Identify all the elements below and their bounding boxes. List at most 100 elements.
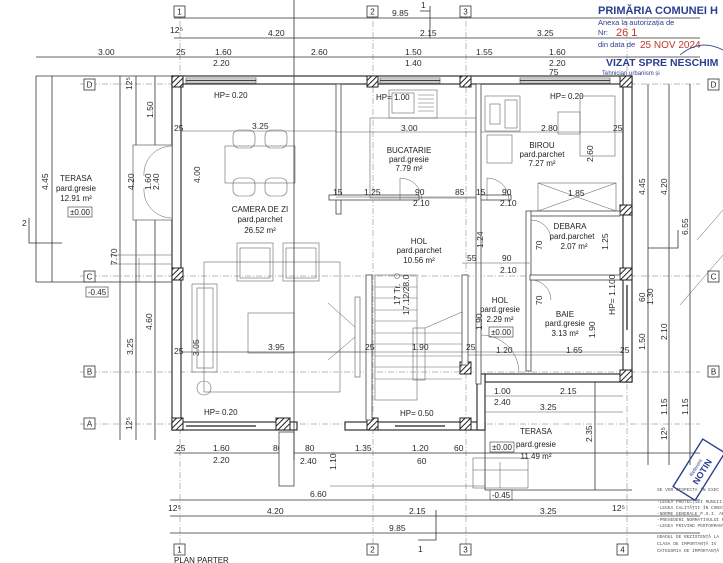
svg-text:6.55: 6.55: [680, 218, 690, 235]
svg-text:2.60: 2.60: [311, 47, 328, 57]
svg-text:1.24: 1.24: [475, 231, 485, 248]
svg-text:-0.45: -0.45: [88, 288, 107, 297]
svg-text:1.20: 1.20: [412, 443, 429, 453]
axis-label-1: 1: [177, 8, 182, 17]
axis-label-d: D: [87, 81, 93, 90]
svg-text:90: 90: [415, 187, 425, 197]
svg-text:din data de: din data de: [598, 40, 635, 49]
svg-text:3.25: 3.25: [537, 28, 554, 38]
svg-text:12⁵: 12⁵: [124, 77, 134, 90]
svg-text:3.13 m²: 3.13 m²: [551, 329, 578, 338]
axis-label-b-right: B: [711, 368, 716, 377]
room-hol: HOL pard.parchet 10.56 m² 1.24 55 90 2.1…: [397, 231, 530, 275]
stamp-institution: PRIMĂRIA COMUNEI H: [598, 4, 718, 17]
stamp-date: 25 NOV 2024: [640, 40, 701, 51]
svg-text:17.12/28.0: 17.12/28.0: [401, 275, 411, 315]
svg-text:12⁵: 12⁵: [168, 503, 181, 513]
svg-text:1.25: 1.25: [364, 187, 381, 197]
svg-text:-LEGEA PROTECȚIEI MUNCII: -LEGEA PROTECȚIEI MUNCII: [657, 499, 722, 505]
svg-text:4.60: 4.60: [144, 313, 154, 330]
axis-label-d-right: D: [711, 81, 717, 90]
axis-markers-bottom: 1 2 3 4: [173, 543, 629, 556]
right-dimensions: 4.45 4.20 6.55 60 1.30 1.50 2.10 1.15 1.…: [637, 84, 723, 465]
svg-text:25: 25: [174, 123, 184, 133]
svg-text:1.15: 1.15: [659, 398, 669, 415]
room-name-hol-entry: HOL: [492, 296, 509, 305]
svg-text:1.10: 1.10: [328, 453, 338, 470]
svg-text:2.40: 2.40: [494, 397, 511, 407]
svg-text:2.07 m²: 2.07 m²: [560, 242, 587, 251]
svg-text:4.20: 4.20: [268, 28, 285, 38]
svg-text:80: 80: [305, 443, 315, 453]
svg-text:1.50: 1.50: [145, 101, 155, 118]
bottom-dimensions: 25 1.60 80 80 1.35 1.20 60 2.20 2.40 60 …: [168, 0, 700, 563]
svg-text:4.20: 4.20: [126, 173, 136, 190]
svg-text:4.20: 4.20: [267, 506, 284, 516]
svg-text:2.80: 2.80: [541, 123, 558, 133]
room-name-birou: BIROU: [529, 141, 555, 150]
svg-text:12⁵: 12⁵: [170, 25, 183, 35]
svg-text:85: 85: [455, 187, 465, 197]
room-name-baie: BAIE: [556, 310, 574, 319]
room-bucatarie: HP= 1.00 3.00 BUCATARIE pard.gresie 7.79…: [333, 89, 486, 208]
svg-text:1.90: 1.90: [474, 313, 484, 330]
stamp-approved: VIZAT SPRE NESCHIM: [606, 57, 719, 69]
svg-text:3.00: 3.00: [98, 47, 115, 57]
svg-text:12⁵: 12⁵: [659, 427, 669, 440]
axis-label-c-right: C: [711, 273, 717, 282]
svg-text:1.60: 1.60: [143, 173, 153, 190]
svg-text:25: 25: [176, 47, 186, 57]
room-birou: HP= 0.20 2.80 25 2.60 BIROU pard.parchet…: [481, 92, 623, 208]
right-terrace: 1.00 2.40 2.15 3.25 2.35 TERASA pard.gre…: [472, 382, 632, 501]
svg-text:Anexa la autorizația de: Anexa la autorizația de: [598, 18, 674, 27]
svg-text:2.40: 2.40: [151, 173, 161, 190]
svg-text:pard.parchet: pard.parchet: [520, 150, 566, 159]
svg-text:1.60: 1.60: [215, 47, 232, 57]
svg-text:15: 15: [333, 187, 343, 197]
svg-text:HP= 1.100: HP= 1.100: [607, 274, 617, 315]
svg-text:CATEGORIA DE IMPORTANȚĂ: CATEGORIA DE IMPORTANȚĂ: [657, 547, 719, 554]
svg-text:60: 60: [637, 292, 647, 302]
svg-text:1.65: 1.65: [566, 345, 583, 355]
axis-label-2: 2: [370, 8, 375, 17]
svg-text:pard.gresie: pard.gresie: [56, 184, 97, 193]
svg-text:11.49 m²: 11.49 m²: [521, 452, 552, 461]
svg-text:7.79 m²: 7.79 m²: [395, 164, 422, 173]
svg-text:GRADUL DE REZISTENȚĂ LA: GRADUL DE REZISTENȚĂ LA: [657, 533, 719, 540]
svg-text:2.10: 2.10: [500, 265, 517, 275]
svg-text:2.15: 2.15: [420, 28, 437, 38]
room-name-hol: HOL: [411, 237, 428, 246]
svg-text:90: 90: [502, 253, 512, 263]
svg-text:pard.parchet: pard.parchet: [550, 232, 596, 241]
svg-text:HP= 1.00: HP= 1.00: [376, 93, 410, 102]
plan-title: PLAN PARTER: [174, 556, 229, 563]
stamp-number: 26 1: [616, 27, 637, 39]
left-dimensions: 4.45 4.20 1.60 2.40 1.50 12⁵ 7.70 4.60 3…: [40, 77, 202, 430]
svg-text:9.85: 9.85: [389, 523, 406, 533]
axis-label-b: B: [87, 368, 92, 377]
room-hol-entry: HOL pard.gresie 2.29 m² ±0.00 1.90 1.20: [468, 296, 530, 374]
svg-text:25: 25: [176, 443, 186, 453]
svg-text:25: 25: [466, 342, 476, 352]
svg-text:SE VOR RESPECTA ÎN EXEC: SE VOR RESPECTA ÎN EXEC: [657, 486, 719, 493]
svg-text:2.60: 2.60: [585, 145, 595, 162]
interior-walls: [328, 83, 621, 421]
svg-text:HP= 0.20: HP= 0.20: [550, 92, 584, 101]
svg-text:25: 25: [613, 123, 623, 133]
staircase: 17 Tr. 17.12/28.0 25 1.90 25 HP= 0.50: [181, 273, 623, 418]
svg-text:1.00: 1.00: [494, 386, 511, 396]
svg-text:75: 75: [549, 67, 559, 77]
svg-text:-NORME GENERALE P.S.I. APROBAT: -NORME GENERALE P.S.I. APROBATE: [657, 511, 723, 517]
svg-text:7.70: 7.70: [109, 248, 119, 265]
svg-text:1.40: 1.40: [405, 58, 422, 68]
svg-text:4.45: 4.45: [40, 173, 50, 190]
svg-text:1.60: 1.60: [213, 443, 230, 453]
svg-text:2.40: 2.40: [300, 456, 317, 466]
room-baie: BAIE pard.gresie 3.13 m² 70 1.90 HP= 1.1…: [530, 274, 630, 356]
svg-text:pard.gresie: pard.gresie: [545, 319, 586, 328]
svg-text:1.50: 1.50: [637, 333, 647, 350]
svg-text:-LEGEA PRIVIND PERFORMANȚA E: -LEGEA PRIVIND PERFORMANȚA E: [657, 523, 723, 529]
svg-text:1.60: 1.60: [549, 47, 566, 57]
svg-text:Tehnician urbanism și: Tehnician urbanism și: [602, 71, 660, 77]
svg-text:15: 15: [476, 187, 486, 197]
